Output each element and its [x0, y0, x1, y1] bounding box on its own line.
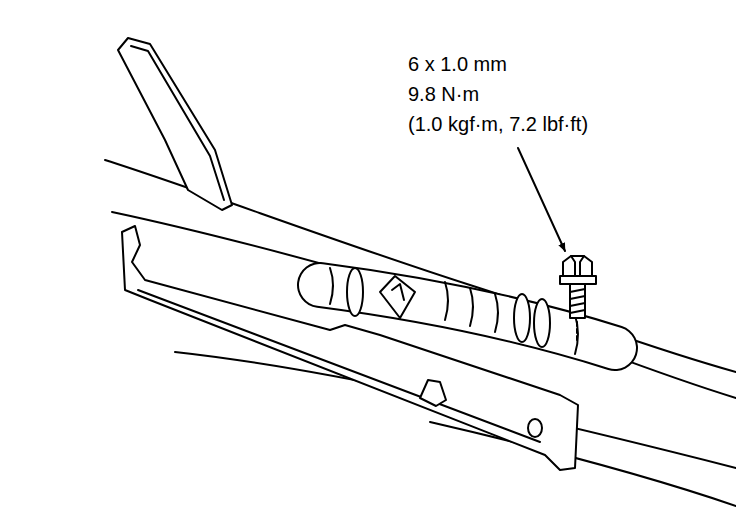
bolt-shank: [570, 284, 585, 318]
bolt-hole: [528, 419, 542, 437]
panel-flap-edge: [131, 46, 224, 200]
hose-clamp: [514, 294, 530, 342]
torque-spec: 6 x 1.0 mm: [408, 52, 507, 76]
torque-spec: (1.0 kgf·m, 7.2 lbf·ft): [408, 112, 588, 136]
body-panel-edge: [430, 422, 736, 506]
hose-tape: [445, 282, 448, 320]
bolt-axis: [576, 322, 578, 340]
panel-flap: [118, 38, 232, 210]
bolt-thread: [570, 289, 585, 313]
hose-tape: [470, 288, 473, 326]
mounting-bracket: [122, 226, 578, 470]
hose-clamp: [347, 268, 363, 316]
hose-outline: [320, 285, 615, 348]
hose-tape: [495, 294, 498, 332]
torque-spec: 9.8 N·m: [408, 82, 479, 106]
hose-clamp: [534, 299, 550, 347]
hose: [320, 285, 615, 348]
bolt-head: [563, 256, 592, 276]
leader-arrow: [518, 148, 565, 251]
hose-tape: [330, 268, 333, 304]
hose-clip: [380, 276, 415, 318]
hose-clip-detail: [392, 284, 404, 300]
bolt-flange: [560, 276, 596, 284]
bracket-tab: [420, 380, 446, 406]
bolt-head-facet: [571, 256, 584, 276]
hose-tape: [575, 315, 578, 354]
